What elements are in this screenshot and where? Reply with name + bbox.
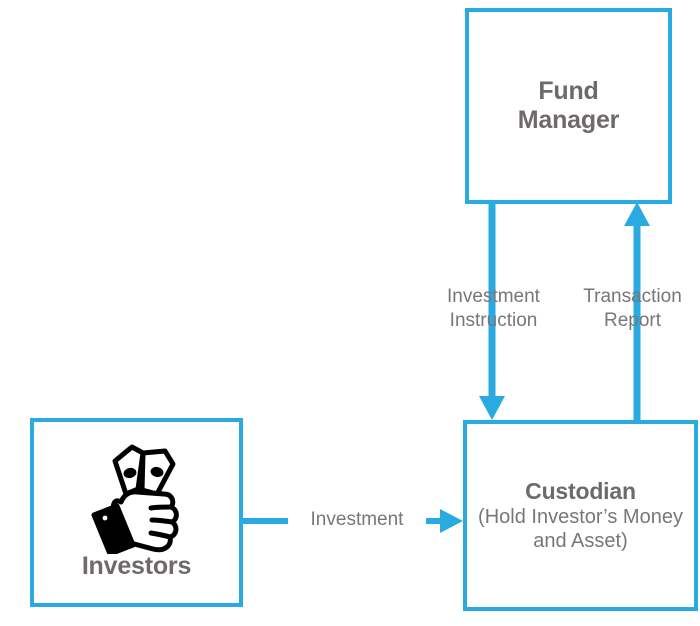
arrowhead-investment-instruction-down	[479, 396, 505, 420]
arrowhead-investment-right	[440, 509, 463, 533]
node-investors-label-wrap: Investors	[34, 552, 239, 581]
edge-label-investment-instruction: Investment Instruction	[447, 286, 540, 331]
arrowhead-transaction-report-up	[624, 202, 650, 226]
edge-label-transaction-report: Transaction Report	[583, 286, 682, 331]
node-fund-manager[interactable]: Fund Manager	[465, 8, 672, 204]
node-investors[interactable]: Investors	[30, 418, 243, 607]
node-fund-manager-title-line2: Manager	[517, 106, 620, 134]
hand-holding-money-icon	[91, 444, 179, 554]
edge-label-investment: Investment	[288, 508, 426, 532]
node-fund-manager-title-line1: Fund	[538, 76, 599, 105]
node-custodian-title: Custodian	[525, 477, 636, 504]
node-custodian[interactable]: Custodian (Hold Investor’s Money and Ass…	[463, 420, 698, 611]
node-custodian-subtitle: (Hold Investor’s Money and Asset)	[478, 506, 683, 553]
node-investors-title: Investors	[81, 551, 192, 580]
